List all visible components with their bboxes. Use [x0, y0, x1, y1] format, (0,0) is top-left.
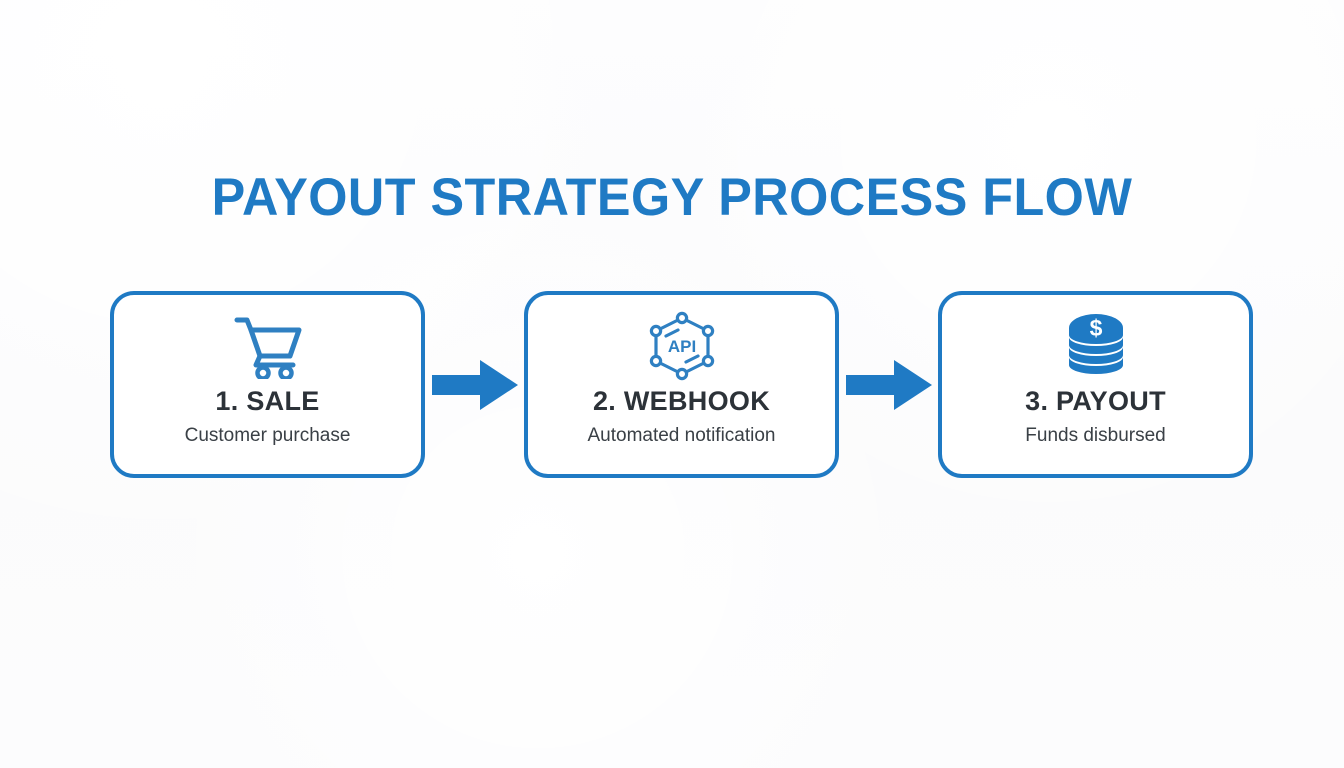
step-subtitle: Funds disbursed — [1025, 425, 1166, 446]
api-icon-label: API — [667, 337, 695, 356]
arrow-right-icon — [845, 357, 933, 413]
shopping-cart-icon — [231, 311, 305, 381]
step-heading: 3. PAYOUT — [1025, 386, 1166, 416]
step-subtitle: Automated notification — [587, 425, 776, 446]
coin-stack-icon: $ — [1065, 311, 1127, 381]
step-card-webhook[interactable]: API 2. WEBHOOK Automated notification — [524, 291, 839, 478]
step-subtitle: Customer purchase — [184, 425, 351, 446]
flow-row: 1. SALE Customer purchase — [110, 291, 1253, 478]
step-heading: 2. WEBHOOK — [592, 386, 770, 416]
step-card-payout[interactable]: $ 3. PAYOUT Funds disbursed — [938, 291, 1253, 478]
step-heading: 1. SALE — [215, 386, 320, 416]
dollar-sign-icon-label: $ — [1089, 315, 1102, 341]
api-hexagon-icon: API — [646, 311, 718, 381]
arrow-right-icon — [431, 357, 519, 413]
step-card-sale[interactable]: 1. SALE Customer purchase — [110, 291, 425, 478]
page-title: PAYOUT STRATEGY PROCESS FLOW — [211, 168, 1133, 227]
